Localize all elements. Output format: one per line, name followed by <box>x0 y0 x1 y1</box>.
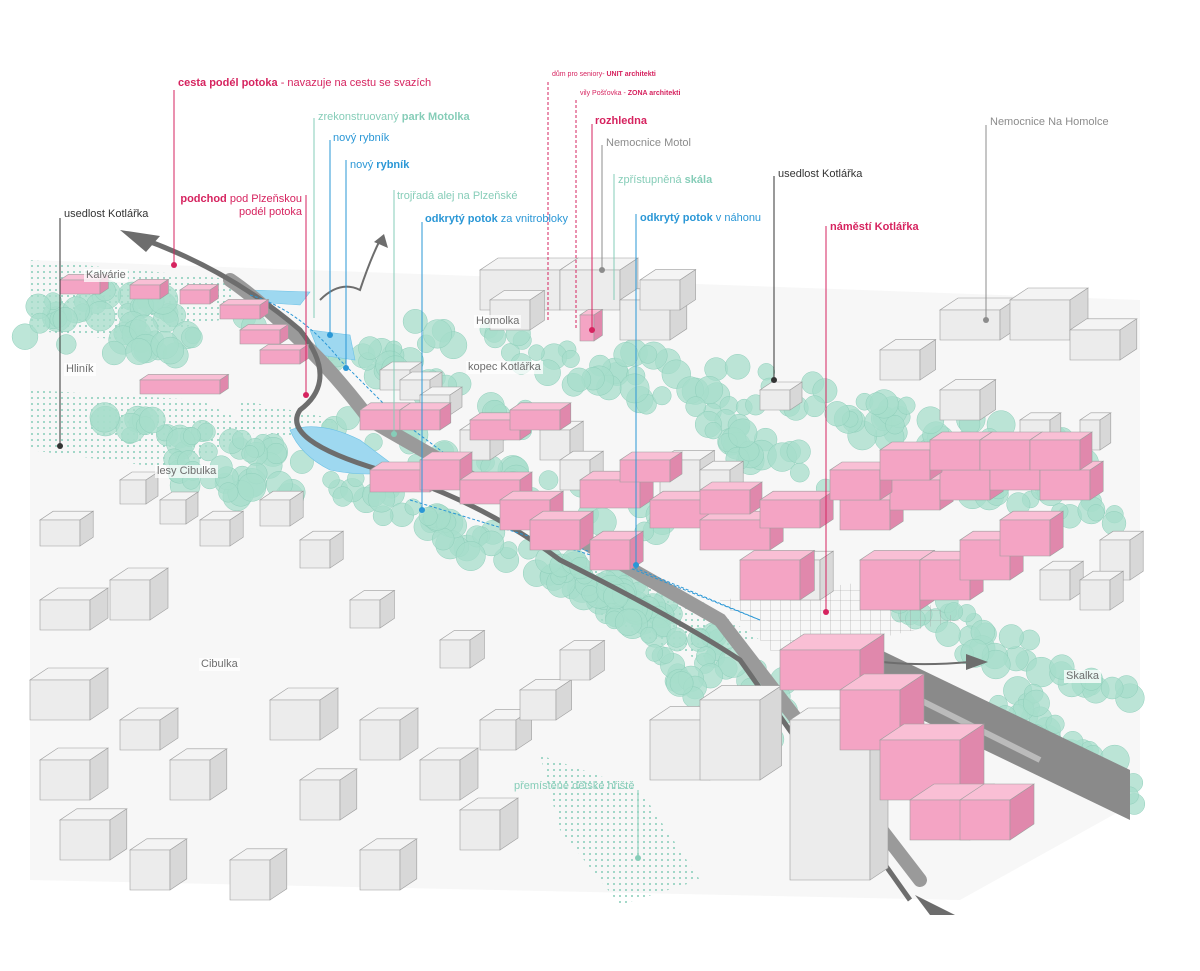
label-nemocnice-motol: Nemocnice Motol <box>606 137 691 150</box>
label-odkryty-potok-2: odkrytý potok v náhonu <box>640 212 761 225</box>
label-vily: vily Pošťovka - ZONA architekti <box>580 89 680 98</box>
label-odkryty-potok-1: odkrytý potok za vnitrobloky <box>425 213 568 226</box>
label-hriste: přemístěné dětské hřiště <box>514 780 634 793</box>
place-cibulka: Cibulka <box>199 658 240 671</box>
label-alej: trojřadá alej na Plzeňské <box>397 190 517 203</box>
label-rozhledna: rozhledna <box>595 115 647 128</box>
label-seniori: dům pro seniory- UNIT architekti <box>552 70 656 79</box>
label-skala: zpřístupněná skála <box>618 174 712 187</box>
place-hlinik: Hliník <box>64 363 96 376</box>
label-novy-rybnik-2: nový rybník <box>350 159 409 172</box>
route-arrow-nw <box>120 230 160 252</box>
label-novy-rybnik-1: nový rybník <box>333 132 389 145</box>
place-kalvarie: Kalvárie <box>84 269 128 282</box>
label-usedlost-right: usedlost Kotlářka <box>778 168 862 181</box>
label-cesta: cesta podél potoka - navazuje na cestu s… <box>178 77 431 90</box>
label-park-motolka: zrekonstruovaný park Motolka <box>318 111 470 124</box>
label-namesti: náměstí Kotlářka <box>830 221 919 234</box>
place-kopec-kotlarka: kopec Kotlářka <box>466 361 543 374</box>
place-lesy-cibulka: lesy Cibulka <box>155 465 218 478</box>
place-skalka: Skalka <box>1064 670 1101 683</box>
label-usedlost-left: usedlost Kotlářka <box>64 208 148 221</box>
label-nemocnice-homolce: Nemocnice Na Homolce <box>990 116 1109 129</box>
place-homolka: Homolka <box>474 315 521 328</box>
